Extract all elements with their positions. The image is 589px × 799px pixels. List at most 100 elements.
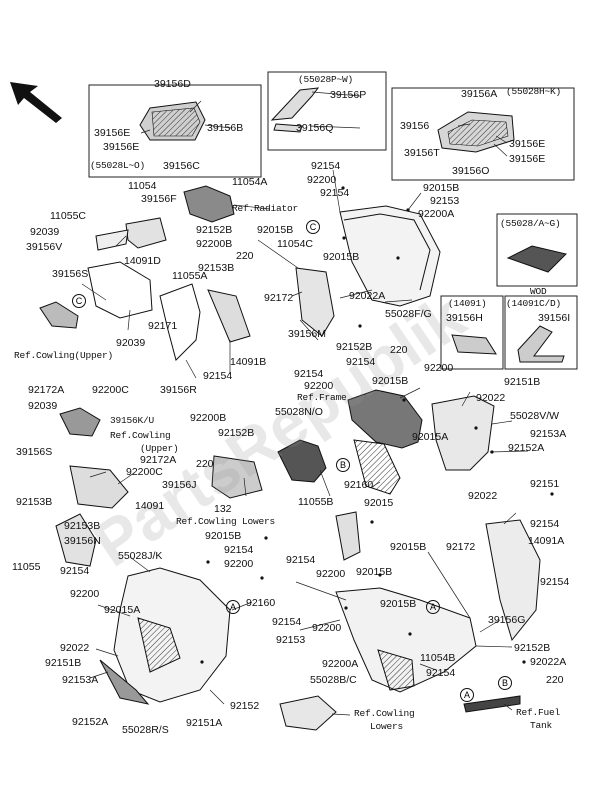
part-label: 92200B bbox=[196, 238, 233, 250]
part-label: 92200 bbox=[307, 174, 337, 186]
part-upper-brackets bbox=[39, 185, 251, 361]
part-label: 11055 bbox=[12, 561, 41, 573]
marker-c-top: C bbox=[306, 220, 320, 234]
reference-cowling-lowers-2: Ref.Cowling bbox=[354, 708, 415, 719]
reference-cowling-upper-2: Ref.Cowling bbox=[110, 430, 171, 441]
part-label: 92154 bbox=[224, 544, 254, 556]
part-middle-cowling bbox=[55, 389, 495, 567]
part-label: 39156D bbox=[154, 78, 191, 90]
part-right-lower-cowling bbox=[279, 511, 541, 731]
inset-part-39156A bbox=[437, 111, 515, 153]
part-label: 92200 bbox=[70, 588, 100, 600]
part-label: 11055C bbox=[50, 210, 87, 222]
part-label: 39156O bbox=[452, 165, 490, 177]
part-label: 220 bbox=[236, 250, 254, 262]
part-label: 39156E bbox=[103, 141, 140, 153]
part-label: 92015 bbox=[364, 497, 394, 509]
part-label: 92153 bbox=[430, 195, 460, 207]
part-label: 39156S bbox=[52, 268, 89, 280]
part-label: 92154 bbox=[286, 554, 316, 566]
part-label: 39156E bbox=[509, 153, 546, 165]
leader-lines bbox=[81, 91, 529, 716]
part-label: 92015B bbox=[372, 375, 409, 387]
part-label: 92153B bbox=[16, 496, 53, 508]
part-label: 92200 bbox=[424, 362, 454, 374]
part-label: 92200 bbox=[304, 380, 334, 392]
part-label: 92015B bbox=[390, 541, 427, 553]
part-label: WOD bbox=[530, 286, 547, 297]
part-label: 92153A bbox=[530, 428, 567, 440]
part-label: 92015B bbox=[257, 224, 294, 236]
part-label: 92200 bbox=[316, 568, 346, 580]
part-label: 92151 bbox=[530, 478, 560, 490]
part-label: 39156B bbox=[207, 122, 244, 134]
part-label: 92015B bbox=[323, 251, 360, 263]
part-label: (14091) bbox=[448, 298, 487, 309]
part-label: 92152A bbox=[72, 716, 109, 728]
part-label: 92152A bbox=[508, 442, 545, 454]
part-label: 92154 bbox=[540, 576, 570, 588]
part-label: 92153B bbox=[64, 520, 101, 532]
part-label: 92039 bbox=[28, 400, 58, 412]
marker-b-mid: B bbox=[336, 458, 350, 472]
part-label: 92172A bbox=[140, 454, 177, 466]
reference-cowling-upper-2b: (Upper) bbox=[140, 443, 179, 454]
part-label: 39156H bbox=[446, 312, 483, 324]
part-label: 39156J bbox=[162, 479, 197, 491]
part-label: 11054A bbox=[232, 176, 268, 188]
part-label: 39156S bbox=[16, 446, 53, 458]
marker-a-legend: A bbox=[460, 688, 474, 702]
part-label: (55028P~W) bbox=[298, 74, 354, 85]
part-label: 39156I bbox=[538, 312, 571, 324]
part-label: 92022A bbox=[530, 656, 567, 668]
part-label: 92154 bbox=[60, 565, 90, 577]
part-label: 14091A bbox=[528, 535, 565, 547]
part-label: 92200A bbox=[418, 208, 455, 220]
inset-box-55028H bbox=[391, 87, 575, 181]
inset-box-14091CD bbox=[504, 295, 578, 370]
part-label: 92154 bbox=[272, 616, 302, 628]
part-label: 39156T bbox=[404, 147, 440, 159]
part-label: 92015B bbox=[356, 566, 393, 578]
part-label: 92022A bbox=[349, 290, 386, 302]
part-label: 92015B bbox=[423, 182, 460, 194]
part-label: 92153A bbox=[62, 674, 99, 686]
part-label: 92022 bbox=[60, 642, 90, 654]
part-label: 55028R/S bbox=[122, 724, 169, 736]
part-label: 92015A bbox=[104, 604, 141, 616]
part-label: 92200A bbox=[322, 658, 359, 670]
reference-frame: Ref.Frame bbox=[297, 392, 347, 403]
inset-part-39156P bbox=[270, 87, 320, 133]
inset-box-55028P bbox=[267, 71, 387, 151]
part-label: 92154 bbox=[294, 368, 324, 380]
part-label: 11054B bbox=[420, 652, 456, 664]
part-label: (55028L~O) bbox=[90, 160, 146, 171]
inset-part-39156I bbox=[517, 325, 565, 363]
inset-box-55028L bbox=[88, 84, 262, 178]
part-label: 39156C bbox=[163, 160, 200, 172]
part-label: (55028/A~G) bbox=[500, 218, 561, 229]
part-label: 92152B bbox=[514, 642, 551, 654]
part-label: 39156N bbox=[64, 535, 101, 547]
marker-b-legend: B bbox=[498, 676, 512, 690]
part-label: 92152B bbox=[336, 341, 373, 353]
reference-cowling-lowers-2b: Lowers bbox=[370, 721, 404, 732]
part-label: 92022 bbox=[476, 392, 506, 404]
reference-fuel-tank-b: Tank bbox=[530, 720, 553, 731]
part-label: 92154 bbox=[426, 667, 456, 679]
part-label: 11054 bbox=[128, 180, 157, 192]
part-label: 92172A bbox=[28, 384, 65, 396]
part-label: 55028F/G bbox=[385, 308, 432, 320]
part-label: 92152B bbox=[218, 427, 255, 439]
part-label: 14091B bbox=[230, 356, 267, 368]
part-label: 92015B bbox=[380, 598, 417, 610]
part-label: 92154 bbox=[311, 160, 341, 172]
front-arrow-icon bbox=[10, 82, 62, 123]
inset-part-55028AG bbox=[506, 245, 567, 273]
part-label: 92152B bbox=[196, 224, 233, 236]
part-label: 92200 bbox=[224, 558, 254, 570]
marker-a-low: A bbox=[426, 600, 440, 614]
part-label: 92151A bbox=[186, 717, 223, 729]
part-label: 220 bbox=[546, 674, 564, 686]
